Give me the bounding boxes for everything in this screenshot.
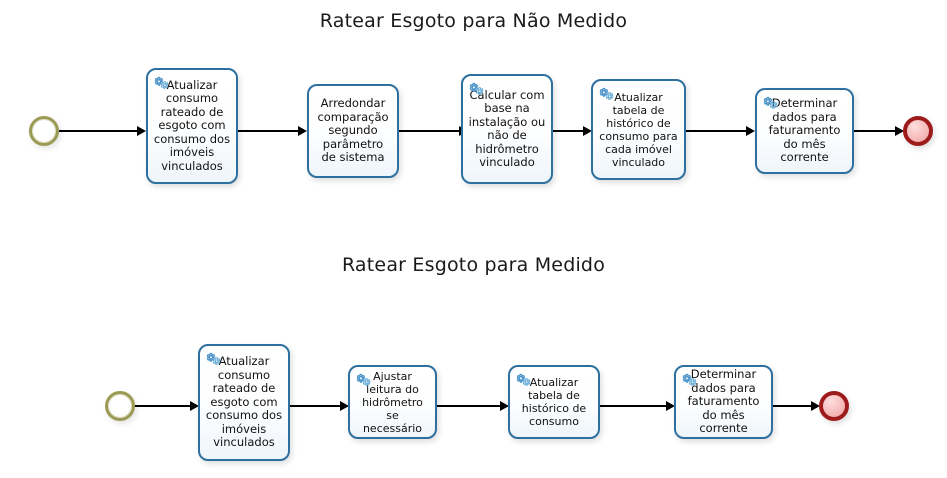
task-label: Atualizar tabela de histórico de consumo [521, 376, 587, 428]
task-atualizar-consumo-rateado-1[interactable]: Atualizar consumo rateado de esgoto com … [146, 68, 238, 184]
connector-t4-to-t5 [686, 130, 748, 132]
connector-m2-to-m3 [437, 405, 502, 407]
arrowhead-t5-to-end [895, 126, 904, 136]
arrowhead-m3-to-m4 [666, 401, 675, 411]
connector-m4-to-end [773, 405, 815, 407]
task-label: Determinar dados para faturamento do mês… [768, 96, 841, 165]
start-event-nao-medido[interactable] [29, 116, 59, 146]
connector-t3-to-t4 [553, 130, 585, 132]
task-atualizar-tabela-historico-1[interactable]: Atualizar tabela de histórico de consumo… [591, 79, 686, 180]
task-label: Ajustar leitura do hidrômetro se necessá… [362, 369, 423, 435]
connector-m1-to-m2 [290, 405, 342, 407]
diagram-title-nao-medido: Ratear Esgoto para Não Medido [319, 10, 628, 32]
end-event-medido[interactable] [819, 391, 849, 421]
arrowhead-start-to-m1 [190, 401, 199, 411]
diagram-title-medido: Ratear Esgoto para Medido [341, 254, 606, 276]
task-label: Atualizar consumo rateado de esgoto com … [153, 77, 231, 173]
task-label: Atualizar tabela de histórico de consumo… [599, 90, 678, 169]
connector-start-to-t1 [59, 130, 139, 132]
task-arredondar-comparacao[interactable]: Arredondar comparação segundo parâmetro … [307, 84, 399, 178]
task-atualizar-consumo-rateado-2[interactable]: Atualizar consumo rateado de esgoto com … [198, 344, 290, 461]
arrowhead-t4-to-t5 [746, 126, 755, 136]
arrowhead-m4-to-end [811, 401, 820, 411]
task-atualizar-tabela-historico-2[interactable]: Atualizar tabela de histórico de consumo [508, 365, 600, 439]
arrowhead-t1-to-t2 [298, 126, 307, 136]
end-event-nao-medido[interactable] [903, 116, 933, 146]
task-label: Atualizar consumo rateado de esgoto com … [205, 354, 283, 450]
arrowhead-m2-to-m3 [500, 401, 509, 411]
arrowhead-t3-to-t4 [583, 126, 592, 136]
arrowhead-m1-to-m2 [340, 401, 349, 411]
arrowhead-start-to-t1 [137, 126, 146, 136]
connector-start-to-m1 [135, 405, 192, 407]
connector-t2-to-t3 [399, 130, 461, 132]
task-label: Arredondar comparação segundo parâmetro … [317, 96, 389, 165]
connector-t5-to-end [854, 130, 900, 132]
task-label: Calcular com base na instalação ou não d… [468, 87, 546, 169]
task-determinar-dados-faturamento-2[interactable]: Determinar dados para faturamento do mês… [674, 365, 773, 439]
task-label: Determinar dados para faturamento do mês… [687, 367, 760, 436]
connector-t1-to-t2 [238, 130, 300, 132]
task-calcular-com-base-instalacao[interactable]: Calcular com base na instalação ou não d… [461, 74, 553, 184]
connector-m3-to-m4 [600, 405, 668, 407]
start-event-medido[interactable] [105, 391, 135, 421]
task-determinar-dados-faturamento-1[interactable]: Determinar dados para faturamento do mês… [755, 88, 854, 174]
task-ajustar-leitura-hidrometro[interactable]: Ajustar leitura do hidrômetro se necessá… [348, 365, 437, 439]
